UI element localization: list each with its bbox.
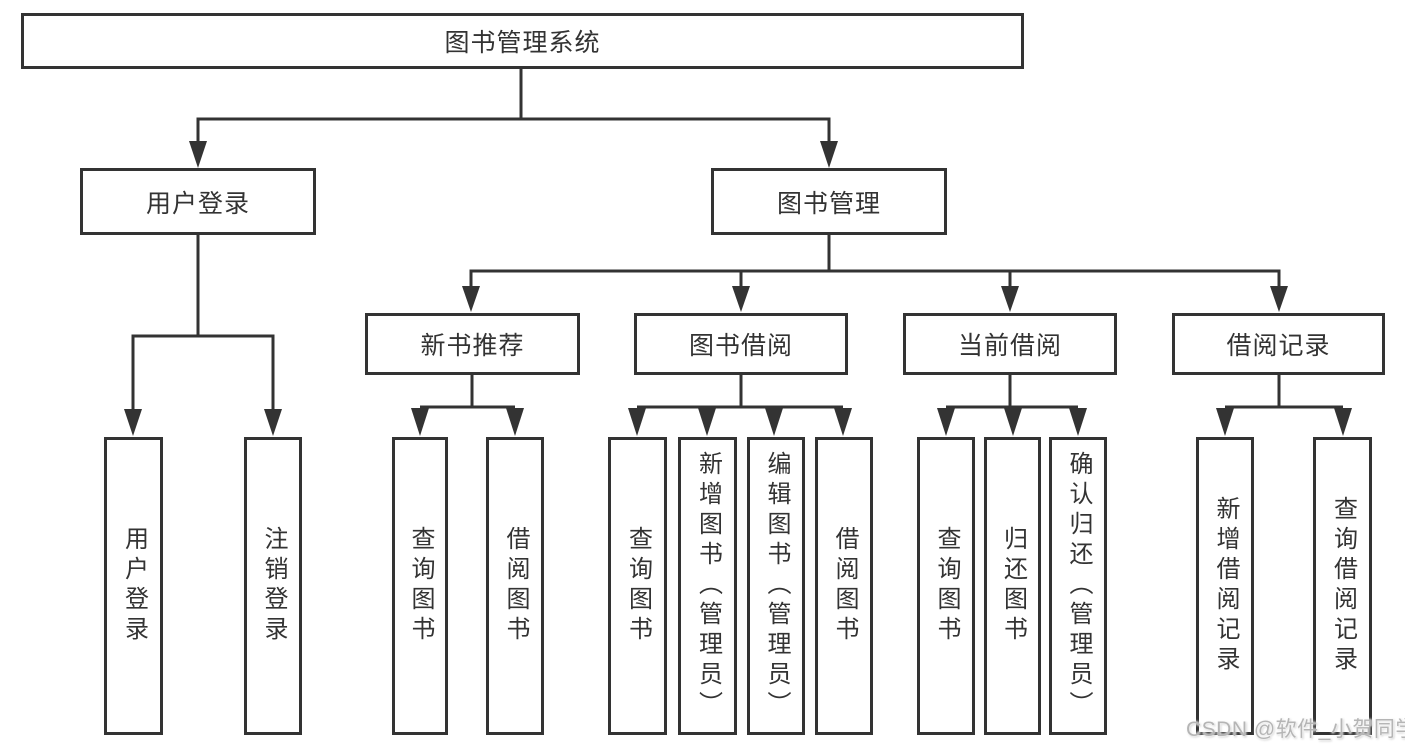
node-new-book-recommend: 新书推荐	[365, 313, 580, 375]
node-borrow-records: 借阅记录	[1172, 313, 1385, 375]
leaf-label: 新增图书（管理员）	[694, 451, 722, 721]
leaf-logout-login: 注销登录	[244, 437, 302, 735]
leaf-label: 确认归还（管理员）	[1065, 451, 1092, 721]
leaf-query-books-recommend: 查询图书	[392, 437, 448, 735]
leaf-borrow-books-recommend: 借阅图书	[486, 437, 544, 735]
leaf-label: 借阅图书	[831, 526, 858, 646]
leaf-add-borrow-record: 新增借阅记录	[1196, 437, 1254, 735]
node-book-borrow: 图书借阅	[634, 313, 848, 375]
leaf-label: 查询图书	[933, 526, 960, 646]
leaf-label: 归还图书	[999, 526, 1027, 646]
leaf-label: 注销登录	[260, 526, 287, 646]
node-user-login: 用户登录	[80, 168, 316, 235]
csdn-watermark: CSDN @软件_小贺同学	[1186, 718, 1405, 741]
leaf-label: 用户登录	[120, 526, 148, 646]
leaf-query-borrow-record: 查询借阅记录	[1313, 437, 1372, 735]
leaf-label: 查询借阅记录	[1329, 496, 1357, 676]
node-current-borrow: 当前借阅	[903, 313, 1117, 375]
leaf-confirm-return-admin: 确认归还（管理员）	[1049, 437, 1107, 735]
leaf-borrow-books-borrow: 借阅图书	[815, 437, 873, 735]
leaf-label: 借阅图书	[502, 526, 529, 646]
leaf-edit-books-admin: 编辑图书（管理员）	[747, 437, 805, 735]
leaf-user-login: 用户登录	[104, 437, 163, 735]
leaf-label: 查询图书	[407, 526, 434, 646]
leaf-label: 编辑图书（管理员）	[763, 451, 790, 721]
leaf-query-books-current: 查询图书	[917, 437, 975, 735]
leaf-label: 新增借阅记录	[1212, 496, 1239, 676]
node-book-management: 图书管理	[711, 168, 947, 235]
leaf-add-books-admin: 新增图书（管理员）	[678, 437, 737, 735]
leaf-query-books-borrow: 查询图书	[608, 437, 667, 735]
leaf-label: 查询图书	[624, 526, 652, 646]
node-root-system: 图书管理系统	[21, 13, 1024, 69]
leaf-return-books: 归还图书	[984, 437, 1041, 735]
